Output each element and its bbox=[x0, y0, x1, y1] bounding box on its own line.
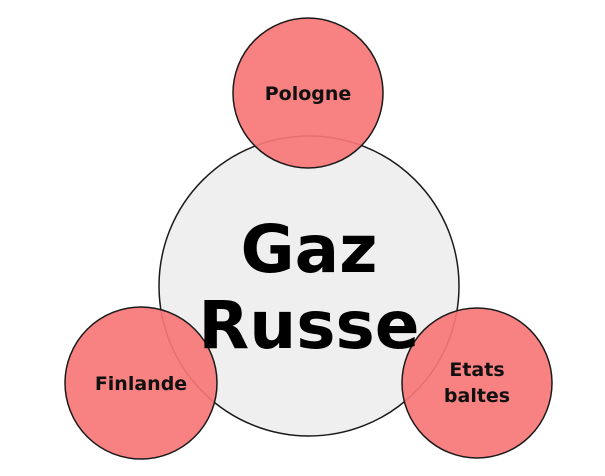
top-circle bbox=[232, 17, 384, 169]
center-label-line1: Gaz bbox=[240, 211, 377, 288]
right-label-line2: baltes bbox=[444, 385, 510, 407]
center-label-line2: Russe bbox=[198, 287, 419, 364]
right-circle bbox=[401, 307, 553, 459]
left-label: Finlande bbox=[95, 373, 187, 395]
left-circle bbox=[64, 306, 218, 460]
right-label-line1: Etats bbox=[449, 359, 504, 381]
top-label: Pologne bbox=[265, 83, 352, 105]
